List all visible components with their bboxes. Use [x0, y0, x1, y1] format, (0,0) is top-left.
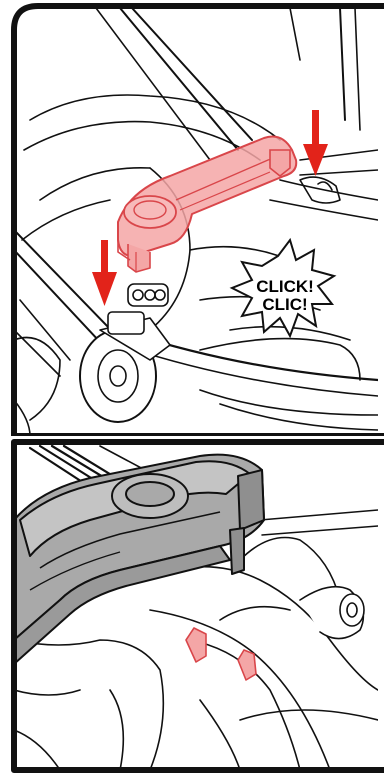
snack-tray-closeup [14, 455, 264, 664]
arrow-down-icon [303, 110, 328, 176]
arrow-down-icon [92, 240, 117, 306]
click-callout-line1: CLICK! [256, 277, 314, 296]
click-callout-line2: CLIC! [262, 295, 307, 314]
top-panel-border [14, 6, 384, 436]
stroller-top-view [14, 8, 378, 436]
bottom-panel [14, 442, 384, 770]
top-panel: CLICK! CLIC! [14, 6, 384, 436]
